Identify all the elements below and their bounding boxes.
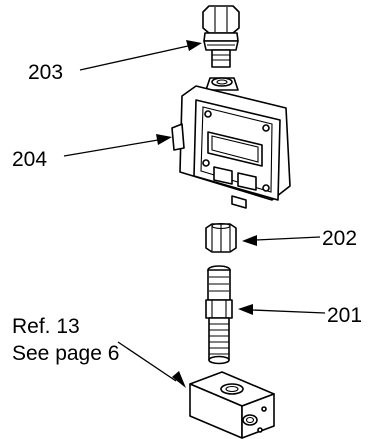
callout-202: 202: [322, 227, 357, 250]
part-203-swivel-fitting: [202, 5, 240, 68]
leader-ref-13: [117, 341, 186, 388]
callout-203: 203: [28, 61, 63, 84]
part-202-hex-nut: [205, 222, 237, 253]
leader-202: [242, 235, 321, 246]
part-201-threaded-nipple: [205, 265, 233, 365]
leader-203: [79, 40, 202, 71]
leader-204: [63, 134, 172, 157]
callout-see-page-6: See page 6: [12, 342, 119, 365]
callout-201: 201: [327, 304, 362, 327]
callout-ref-13: Ref. 13: [12, 315, 80, 338]
leader-201: [238, 304, 326, 315]
ref-13-manifold-block: [189, 371, 275, 439]
part-204-meter: [171, 77, 291, 209]
callout-204: 204: [12, 148, 47, 171]
